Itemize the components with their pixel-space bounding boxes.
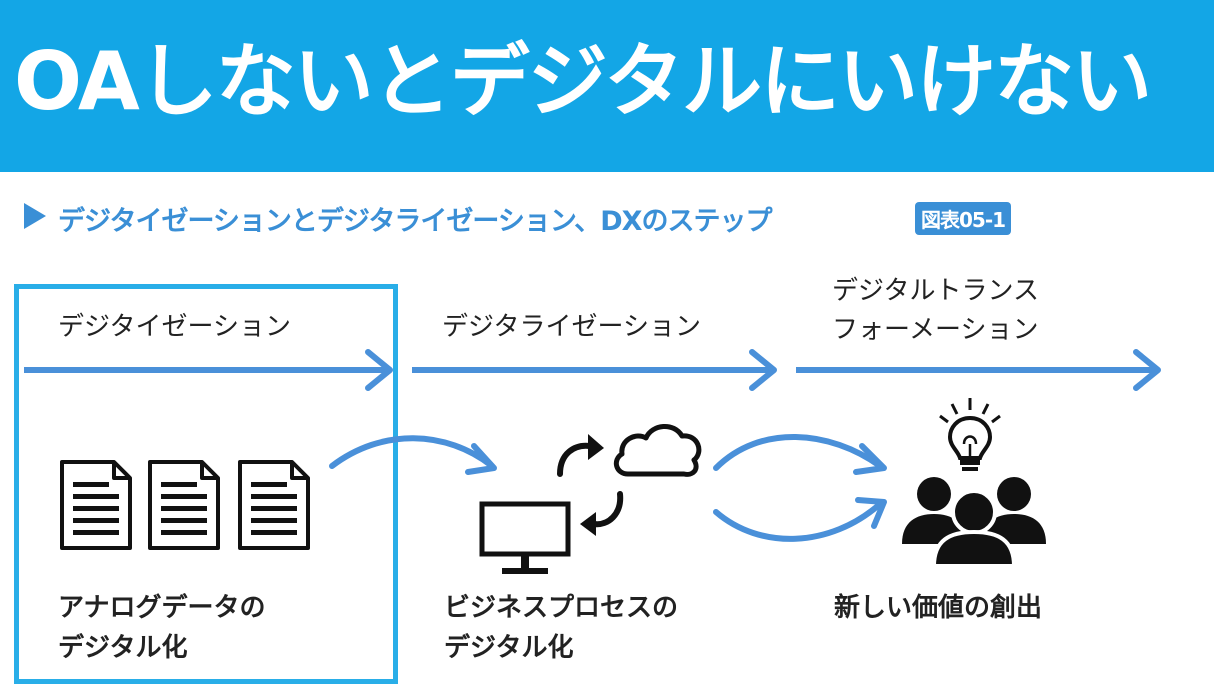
play-triangle-icon	[24, 203, 46, 229]
subtitle-row: デジタイゼーションとデジタライゼーション、DXのステップ 図表05-1	[20, 196, 1210, 237]
step-arrow-3	[796, 349, 1161, 391]
caption-new-value: 新しい価値の創出	[834, 588, 1042, 628]
document-icon	[238, 460, 310, 550]
step-label-dx-line1: デジタルトランス	[832, 276, 1039, 306]
sync-arrows-icon	[557, 434, 624, 536]
flow-arrow-digitize	[329, 435, 497, 475]
people-group-icon	[902, 477, 1046, 568]
caption-line: デジタル化	[58, 633, 188, 664]
monitor-icon	[479, 501, 571, 574]
step-arrow-2	[412, 349, 777, 391]
cloud-icon	[613, 424, 702, 477]
caption-line: ビジネスプロセスの	[444, 593, 679, 623]
step-arrow-1	[24, 349, 393, 391]
figure-subtitle: デジタイゼーションとデジタライゼーション、DXのステップ	[58, 206, 772, 237]
step-label-dx-line2: フォーメーション	[832, 315, 1039, 345]
caption-analog-digitization: アナログデータの デジタル化	[58, 588, 265, 669]
step-label-dx: デジタルトランス フォーメーション	[832, 272, 1039, 350]
caption-line: 新しい価値の創出	[834, 593, 1043, 623]
figure-number-badge: 図表05-1	[915, 202, 1012, 235]
flow-arrow-lower	[713, 497, 887, 542]
caption-process-digitization: ビジネスプロセスの デジタル化	[444, 588, 678, 669]
caption-line: デジタル化	[444, 633, 574, 664]
step-label-digitalization: デジタライゼーション	[442, 312, 701, 342]
lightbulb-icon	[939, 398, 1001, 471]
page-title: OAしないとデジタルにいけない	[14, 35, 1152, 128]
caption-line: アナログデータの	[58, 593, 266, 623]
digitization-highlight-box	[14, 284, 398, 684]
step-label-digitization: デジタイゼーション	[58, 312, 291, 342]
document-icon	[148, 460, 220, 550]
document-icon	[60, 460, 132, 550]
flow-arrow-upper	[713, 434, 887, 475]
title-banner: OAしないとデジタルにいけない	[0, 0, 1214, 172]
